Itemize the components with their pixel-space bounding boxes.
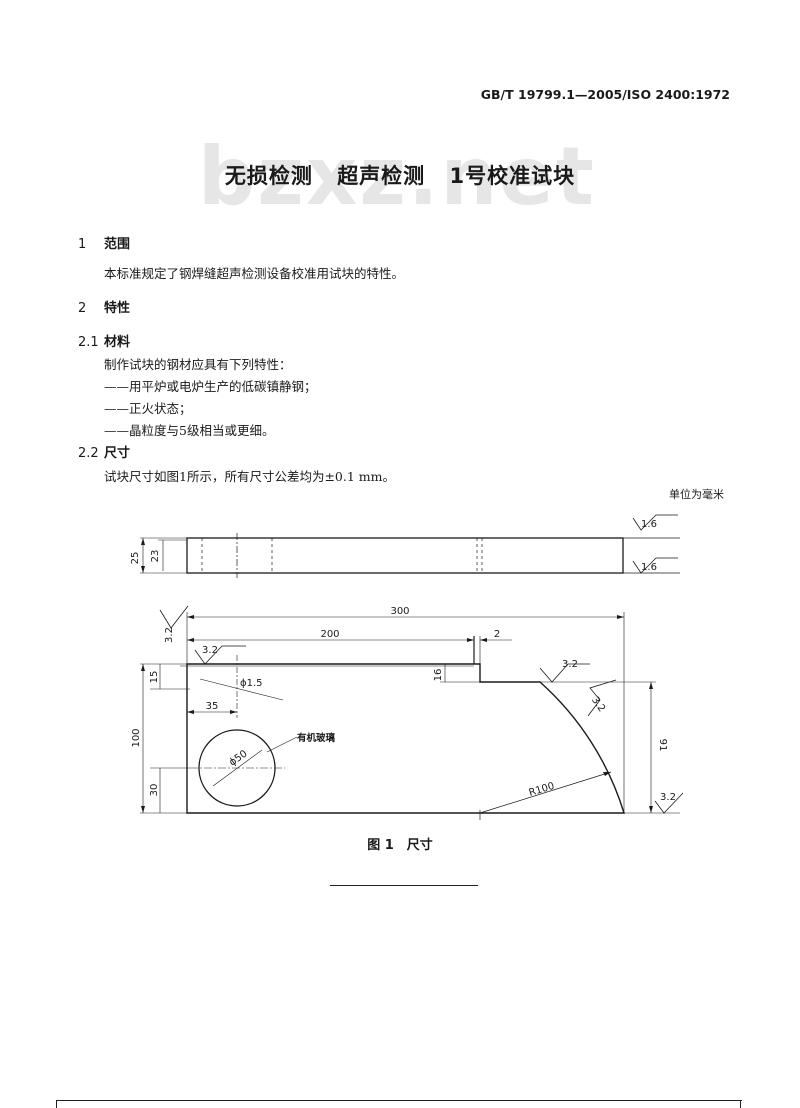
title-part-3: 1号校准试块 xyxy=(449,164,576,188)
dim-25: 25 xyxy=(130,552,141,565)
figure-caption: 图 1 尺寸 xyxy=(367,838,433,853)
page-title: 无损检测 超声检测 1号校准试块 xyxy=(0,160,800,190)
standard-number: GB/T 19799.1—2005/ISO 2400:1972 xyxy=(480,87,730,102)
dim-phi-50: ϕ50 xyxy=(227,748,249,768)
section-number: 2 xyxy=(78,301,87,316)
title-part-1: 无损检测 xyxy=(224,164,313,188)
section-2-1-heading: 2.1 材料 xyxy=(78,331,130,350)
roughness-symbol xyxy=(194,645,246,665)
dim-15: 15 xyxy=(149,671,160,684)
title-part-2: 超声检测 xyxy=(337,164,426,188)
separator-line xyxy=(330,885,478,886)
dim-200: 200 xyxy=(320,629,339,640)
section-2-2-text: 试块尺寸如图1所示，所有尺寸公差均为±0.1 mm。 xyxy=(104,469,395,484)
roughness-symbol xyxy=(539,663,590,683)
dim-35: 35 xyxy=(206,701,219,712)
dim-100: 100 xyxy=(131,728,142,747)
dim-30: 30 xyxy=(149,784,160,797)
roughness-3-2-top: 3.2 xyxy=(202,645,218,656)
roughness-3-2-step: 3.2 xyxy=(562,659,578,670)
section-1-heading: 1 范围 xyxy=(78,233,130,252)
page-frame-line xyxy=(56,1100,742,1101)
section-2-heading: 2 特性 xyxy=(78,297,130,316)
material-line-3: ——正火状态； xyxy=(104,401,192,416)
roughness-symbol xyxy=(654,792,684,814)
roughness-1-6-top: 1.6 xyxy=(641,519,657,530)
dim-16: 16 xyxy=(433,669,444,682)
dim-23: 23 xyxy=(150,550,161,563)
roughness-symbol xyxy=(159,605,189,629)
roughness-3-2-bottom: 3.2 xyxy=(660,792,676,803)
side-view-outline xyxy=(186,537,624,574)
dim-r100: R100 xyxy=(528,781,556,799)
section-title: 特性 xyxy=(104,301,131,316)
section-number: 1 xyxy=(78,237,87,252)
roughness-symbol xyxy=(632,557,678,574)
roughness-3-2-left: 3.2 xyxy=(164,627,175,643)
page-frame-left xyxy=(56,1100,57,1108)
material-line-2: ——用平炉或电炉生产的低碳镇静钢； xyxy=(104,379,317,394)
material-line-1: 制作试块的钢材应具有下列特性： xyxy=(104,357,292,372)
dim-300: 300 xyxy=(390,606,409,617)
material-line-4: ——晶粒度与5级相当或更细。 xyxy=(104,423,275,438)
roughness-symbol xyxy=(632,514,678,531)
unit-note: 单位为毫米 xyxy=(669,488,724,501)
page-frame-right xyxy=(740,1100,741,1108)
roughness-1-6-bottom: 1.6 xyxy=(641,562,657,573)
section-2-2-heading: 2.2 尺寸 xyxy=(78,442,130,461)
section-title: 范围 xyxy=(104,237,131,252)
section-1-text: 本标准规定了钢焊缝超声检测设备校准用试块的特性。 xyxy=(104,266,405,281)
section-title: 尺寸 xyxy=(104,446,131,461)
watermark: bzxz.net xyxy=(198,130,596,223)
dim-2: 2 xyxy=(494,629,500,640)
label-perspex: 有机玻璃 xyxy=(297,732,336,744)
dim-91: 91 xyxy=(657,739,668,752)
section-title: 材料 xyxy=(104,335,131,350)
roughness-symbol xyxy=(587,679,617,717)
dim-phi-1-5: ϕ1.5 xyxy=(240,678,263,689)
section-number: 2.1 xyxy=(78,335,99,350)
section-number: 2.2 xyxy=(78,446,99,461)
